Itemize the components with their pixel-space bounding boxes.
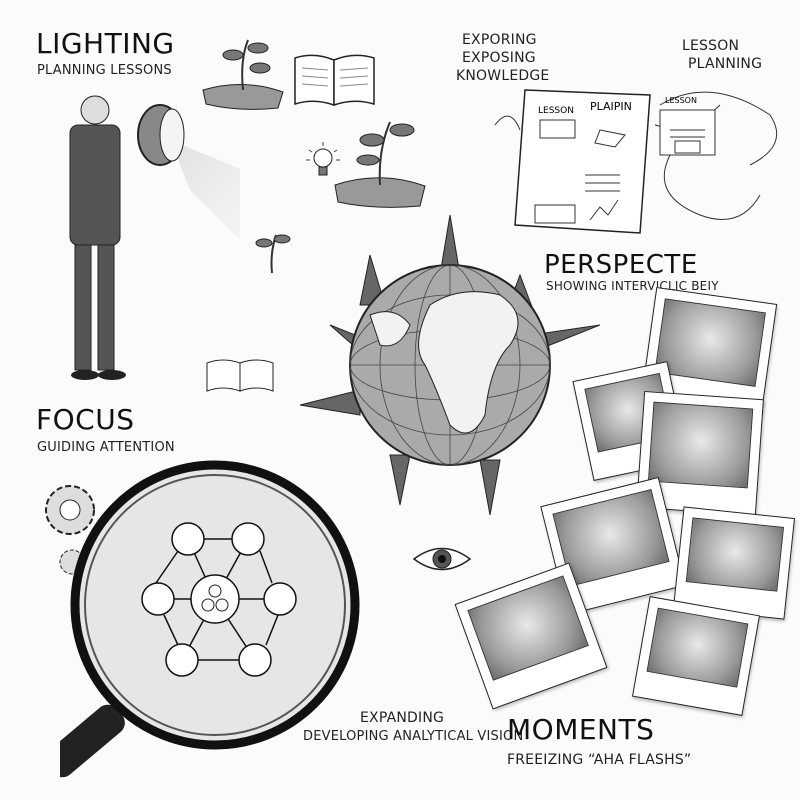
- eye-icon: [412, 547, 472, 571]
- seedling-1-icon: [202, 39, 284, 110]
- exploring-line-3: KNOWLEDGE: [456, 68, 550, 84]
- lighting-subtitle: PLANNING LESSONS: [37, 63, 172, 78]
- exploring-line-2: EXPOSING: [462, 50, 536, 66]
- exploring-line-1: EXPORING: [462, 32, 537, 48]
- moments-subtitle: FREEIZING “AHA FLASHS”: [507, 752, 692, 768]
- spotlight-man-illustration: [69, 95, 240, 380]
- magnifying-glass-illustration: [60, 460, 360, 778]
- moments-title: MOMENTS: [507, 713, 655, 746]
- open-book-icon: [294, 54, 375, 107]
- focus-subtitle: GUIDING ATTENTION: [37, 440, 175, 455]
- seedling-3-icon: [255, 234, 291, 274]
- lightbulb-icon: [306, 142, 340, 176]
- svg-text:PLAIPIN: PLAIPIN: [590, 100, 632, 113]
- lesson-sheet-illustration: LESSON PLAIPIN LESSON: [494, 89, 778, 234]
- lesson-planning-line-2: PLANNING: [688, 56, 763, 72]
- focus-title: FOCUS: [36, 403, 135, 436]
- svg-text:LESSON: LESSON: [665, 96, 697, 105]
- lesson-planning-line-1: LESSON: [682, 38, 740, 54]
- world-globe-illustration: [300, 215, 600, 515]
- perspective-title: PERSPECTE: [544, 250, 698, 280]
- small-book-icon: [206, 359, 274, 392]
- expanding-title: EXPANDING: [360, 710, 445, 726]
- sheet-left-label: LESSON: [538, 106, 574, 116]
- expanding-subtitle: DEVELOPING ANALYTICAL VISION: [303, 729, 524, 744]
- polaroid-woman-pensive: [631, 596, 761, 716]
- seedling-2-icon: [334, 121, 426, 208]
- lighting-title: LIGHTING: [36, 27, 175, 60]
